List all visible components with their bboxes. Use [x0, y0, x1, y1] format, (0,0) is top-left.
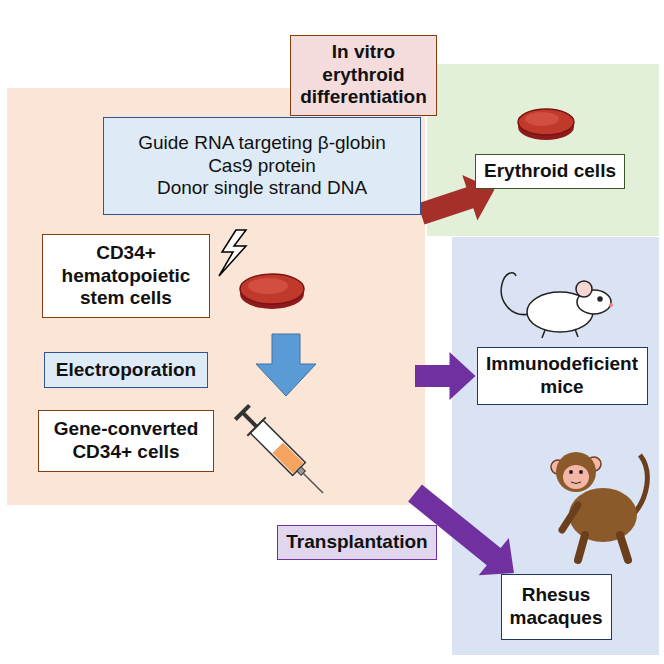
- cell-box: CD34+ hematopoietic stem cells: [42, 234, 210, 318]
- block-arrow: [415, 352, 476, 400]
- node-text: Guide RNA targeting β-globin: [138, 132, 386, 155]
- process-box: Electroporation: [44, 352, 208, 388]
- node-text: Erythroid cells: [484, 160, 616, 183]
- model-box: Immunodeficient mice: [477, 347, 648, 405]
- node-text: Immunodeficient mice: [484, 353, 641, 399]
- in-vivo-panel: [452, 237, 659, 655]
- node-text: Rhesus macaques: [508, 584, 605, 630]
- method-box: Transplantation: [277, 525, 437, 560]
- method-box: In vitro erythroid differentiation: [290, 35, 437, 116]
- model-box: Rhesus macaques: [501, 574, 612, 640]
- petri-dish: [518, 109, 574, 140]
- node-text: CD34+ hematopoietic stem cells: [49, 242, 203, 310]
- node-text: Cas9 protein: [208, 155, 316, 178]
- node-text: Electroporation: [56, 359, 196, 382]
- preparation-panel: [7, 88, 425, 505]
- reagent-box: Guide RNA targeting β-globinCas9 protein…: [103, 117, 421, 215]
- node-text: Gene-converted CD34+ cells: [45, 418, 207, 464]
- mouse-figure: [501, 273, 613, 338]
- monkey-figure: [551, 452, 647, 560]
- node-text: In vitro erythroid differentiation: [297, 41, 430, 109]
- process-arrow: [256, 334, 316, 396]
- syringe: [233, 403, 332, 502]
- cell-box: Gene-converted CD34+ cells: [38, 410, 214, 472]
- result-box: Erythroid cells: [475, 154, 625, 189]
- lightning-bolt: [219, 230, 246, 276]
- node-text: Donor single strand DNA: [157, 177, 367, 200]
- node-text: Transplantation: [286, 531, 427, 554]
- petri-dish: [240, 274, 304, 309]
